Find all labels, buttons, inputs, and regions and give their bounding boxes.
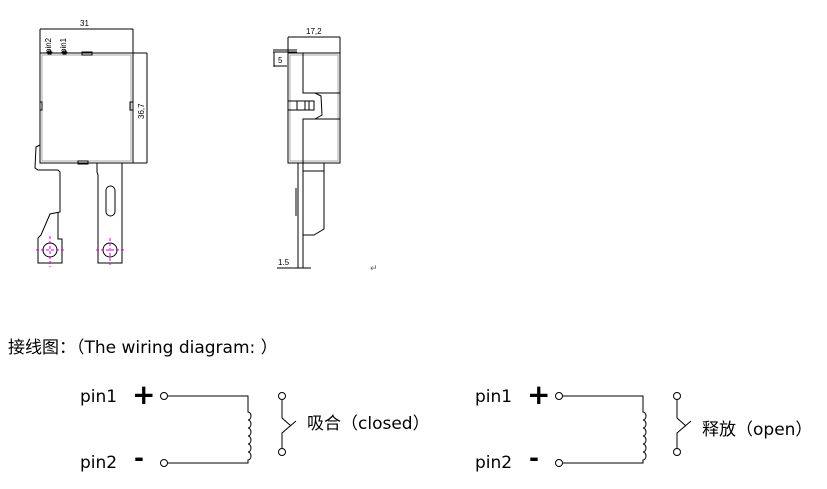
wiring-heading: 接线图：（The wiring diagram: ） bbox=[8, 338, 278, 358]
pin1-label: pin1 bbox=[80, 387, 118, 407]
pin2-label: pin2 bbox=[475, 453, 513, 473]
state-open-label: 释放（open） bbox=[702, 420, 813, 440]
minus-sign: - bbox=[134, 444, 144, 472]
offset-dimension: 5 bbox=[278, 56, 283, 65]
pin1-label: pin1 bbox=[59, 37, 68, 53]
plus-sign: + bbox=[527, 378, 551, 411]
circuit-closed bbox=[160, 392, 297, 467]
circuit-open bbox=[555, 392, 692, 467]
side-view bbox=[273, 36, 341, 269]
pin2-label: pin2 bbox=[80, 453, 118, 473]
height-dimension: 36,7 bbox=[137, 103, 146, 119]
minus-sign: - bbox=[529, 444, 539, 472]
front-view bbox=[34, 28, 148, 267]
state-closed-label: 吸合（closed） bbox=[307, 414, 430, 434]
pin1-label: pin1 bbox=[475, 387, 513, 407]
thickness-dimension: 1.5 bbox=[278, 258, 290, 267]
plus-sign: + bbox=[132, 378, 156, 411]
return-mark: ↵ bbox=[370, 264, 378, 274]
width-dimension: 31 bbox=[80, 19, 89, 28]
pin2-label: pin2 bbox=[44, 37, 53, 53]
side-width-dimension: 17,2 bbox=[306, 27, 322, 36]
